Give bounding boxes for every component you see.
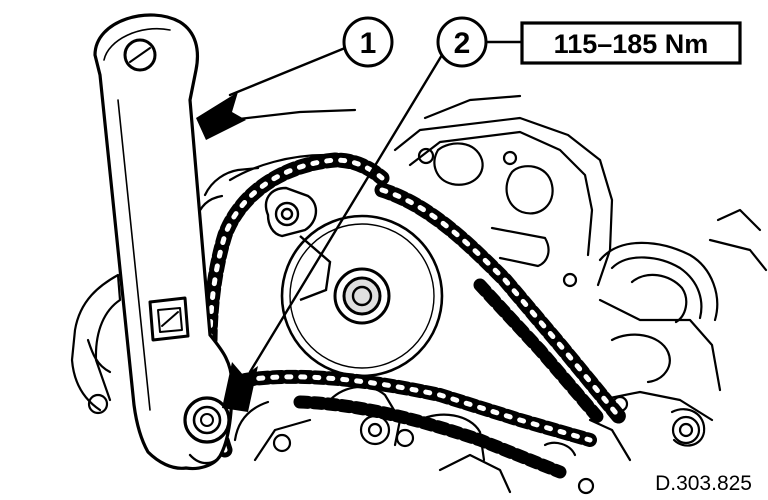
arrow-pointer-1 bbox=[196, 92, 246, 140]
engine-block-outline bbox=[70, 94, 768, 494]
torque-spec-box: 115–185 Nm bbox=[520, 21, 742, 65]
callout-2: 2 bbox=[436, 16, 488, 68]
figure-reference: D.303.825 bbox=[655, 472, 752, 495]
holding-wrench-tool bbox=[93, 13, 234, 471]
timing-chain bbox=[202, 152, 628, 479]
camshaft-sprocket bbox=[280, 214, 444, 378]
leader-lines bbox=[228, 40, 524, 374]
callout-1: 1 bbox=[342, 16, 394, 68]
torque-spec-value: 115–185 Nm bbox=[554, 29, 709, 59]
chain-tensioner bbox=[264, 186, 332, 302]
callout-2-label: 2 bbox=[454, 27, 471, 60]
callout-1-label: 1 bbox=[360, 27, 377, 60]
arrow-pointer-2 bbox=[222, 362, 258, 412]
